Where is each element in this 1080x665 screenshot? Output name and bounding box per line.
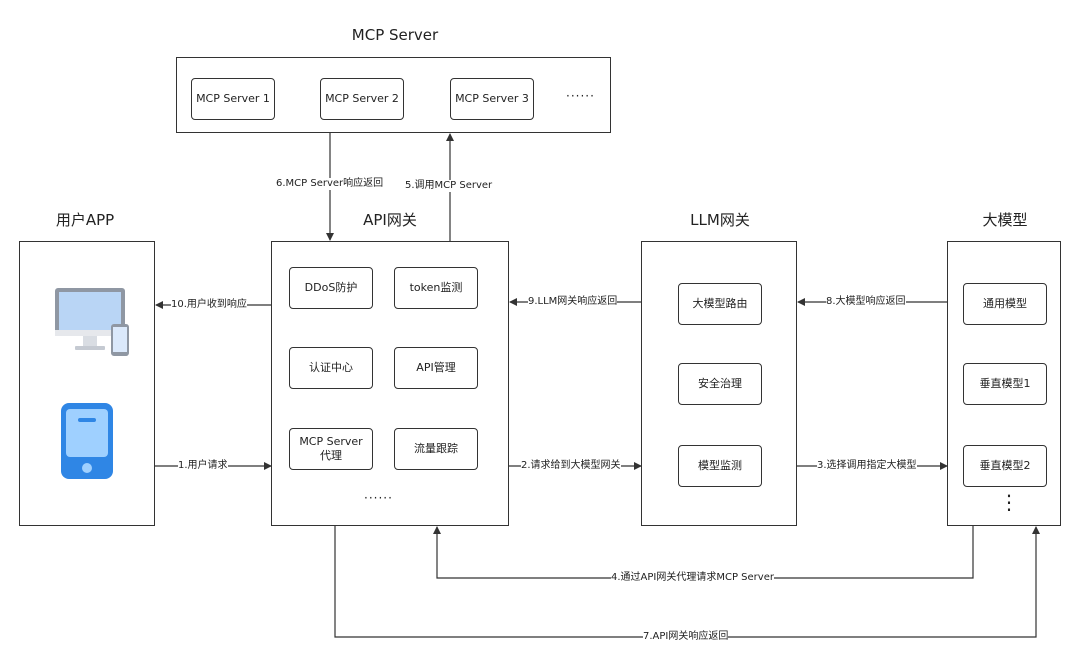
api-gateway-box: DDoS防护 token监测 认证中心 API管理 MCP Server代理 流… <box>271 241 509 526</box>
big-model-title: 大模型 <box>982 211 1028 229</box>
vertical-model-1: 垂直模型1 <box>963 363 1047 405</box>
big-model-box: 通用模型 垂直模型1 垂直模型2 ⋮ <box>947 241 1061 526</box>
llm-gateway-box: 大模型路由 安全治理 模型监测 <box>641 241 797 526</box>
api-gateway-more: ······ <box>364 491 393 505</box>
general-model: 通用模型 <box>963 283 1047 325</box>
model-routing-module: 大模型路由 <box>678 283 762 325</box>
mcp-server-1: MCP Server 1 <box>191 78 275 120</box>
mcp-server-more: ······ <box>566 89 595 103</box>
arrow-label-7: 7.API网关响应返回 <box>643 631 729 643</box>
arrow-label-4: 4.通过API网关代理请求MCP Server <box>611 572 774 584</box>
vertical-model-2: 垂直模型2 <box>963 445 1047 487</box>
model-more: ⋮ <box>999 490 1019 514</box>
token-monitor-module: token监测 <box>394 267 478 309</box>
llm-gateway-title: LLM网关 <box>690 211 750 229</box>
arrow-label-6: 6.MCP Server响应返回 <box>276 178 384 190</box>
mcp-server-3: MCP Server 3 <box>450 78 534 120</box>
arrow-label-3: 3.选择调用指定大模型 <box>817 460 917 472</box>
mcp-server-group: MCP Server 1 MCP Server 2 MCP Server 3 ·… <box>176 57 611 133</box>
api-gateway-title: API网关 <box>363 211 417 229</box>
model-monitoring-module: 模型监测 <box>678 445 762 487</box>
ddos-protection-module: DDoS防护 <box>289 267 373 309</box>
mcp-server-proxy-module: MCP Server代理 <box>289 428 373 470</box>
user-app-box <box>19 241 155 526</box>
monitor-icon <box>55 288 129 356</box>
arrow-label-8: 8.大模型响应返回 <box>826 296 906 308</box>
arrow-label-9: 9.LLM网关响应返回 <box>528 296 618 308</box>
traffic-tracking-module: 流量跟踪 <box>394 428 478 470</box>
arrow-label-5: 5.调用MCP Server <box>405 180 493 192</box>
user-app-title: 用户APP <box>55 211 115 229</box>
mcp-server-title: MCP Server <box>351 26 439 44</box>
api-management-module: API管理 <box>394 347 478 389</box>
arrow-label-1: 1.用户请求 <box>178 460 228 472</box>
mcp-server-2: MCP Server 2 <box>320 78 404 120</box>
mobile-phone-icon <box>61 403 113 479</box>
arrow-label-2: 2.请求给到大模型网关 <box>521 460 621 472</box>
security-governance-module: 安全治理 <box>678 363 762 405</box>
auth-center-module: 认证中心 <box>289 347 373 389</box>
arrow-label-10: 10.用户收到响应 <box>171 299 247 311</box>
